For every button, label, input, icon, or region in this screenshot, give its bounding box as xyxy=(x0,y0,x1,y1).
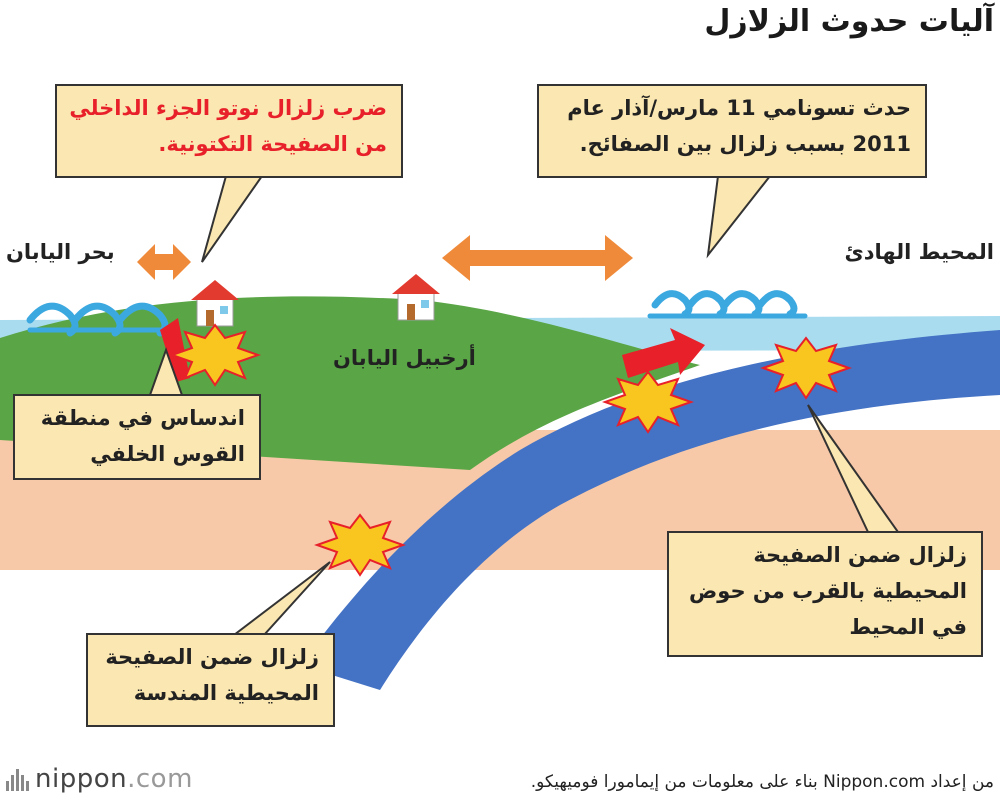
outer-rise-callout: زلزال ضمن الصفيحة المحيطية بالقرب من حوض… xyxy=(667,531,983,657)
back-arc-subduction-arrow-icon xyxy=(160,318,190,382)
nippon-logo: nippon.com xyxy=(6,764,193,794)
quake-burst-icon-interplate xyxy=(601,370,695,434)
pacific-waves-icon xyxy=(647,290,808,319)
noto-callout-pointer xyxy=(201,175,264,263)
pacific-ocean-label: المحيط الهادئ xyxy=(844,240,994,264)
extension-arrow-icon xyxy=(137,244,191,280)
quake-burst-icon-outer-rise xyxy=(759,336,853,400)
noto-callout-line-1: ضرب زلزال نوتو الجزء الداخلي xyxy=(69,96,387,120)
back-arc-callout-line-2: القوس الخلفي xyxy=(90,442,245,466)
source-credit: من إعداد Nippon.com بناء على معلومات من … xyxy=(530,772,994,792)
back-arc-callout-line-1: اندساس في منطقة xyxy=(40,406,245,430)
house-icon-left xyxy=(191,280,239,327)
compression-arrow-icon xyxy=(442,235,633,281)
tsunami-callout-pointer xyxy=(706,175,773,259)
outer-rise-callout-line-3: في المحيط xyxy=(849,615,967,639)
sea-of-japan-label: بحر اليابان xyxy=(6,240,115,264)
back-arc-callout: اندساس في منطقة القوس الخلفي xyxy=(13,394,261,480)
house-icon-center xyxy=(392,274,440,321)
slab-callout-line-1: زلزال ضمن الصفيحة xyxy=(105,645,319,669)
slab-callout-line-2: المحيطية المندسة xyxy=(133,681,319,705)
tsunami-callout-line-2: 2011 بسبب زلزال بين الصفائح. xyxy=(579,132,911,156)
tsunami-callout: حدث تسونامي 11 مارس/آذار عام 2011 بسبب ز… xyxy=(537,84,927,178)
noto-callout-line-2: من الصفيحة التكتونية. xyxy=(158,132,387,156)
sea-of-japan-waves-icon xyxy=(26,302,178,337)
tsunami-callout-line-1: حدث تسونامي 11 مارس/آذار عام xyxy=(567,96,911,120)
outer-rise-callout-line-1: زلزال ضمن الصفيحة xyxy=(753,543,967,567)
archipelago-label: أرخبيل اليابان xyxy=(333,346,476,370)
quake-burst-icon-slab xyxy=(313,513,407,577)
page-title: آليات حدوث الزلازل xyxy=(704,4,994,39)
outer-rise-callout-line-2: المحيطية بالقرب من حوض xyxy=(689,579,967,603)
logo-suffix: .com xyxy=(127,764,193,794)
slab-callout-pointer xyxy=(231,561,331,636)
nippon-logo-text: nippon.com xyxy=(35,764,193,794)
quake-burst-icon-back-arc xyxy=(168,323,262,387)
noto-callout: ضرب زلزال نوتو الجزء الداخلي من الصفيحة … xyxy=(55,84,403,178)
plate-motion-arrow-icon xyxy=(622,328,705,378)
slab-callout: زلزال ضمن الصفيحة المحيطية المندسة xyxy=(86,633,335,727)
nippon-logo-mark-icon xyxy=(6,767,29,791)
logo-name: nippon xyxy=(35,764,128,794)
